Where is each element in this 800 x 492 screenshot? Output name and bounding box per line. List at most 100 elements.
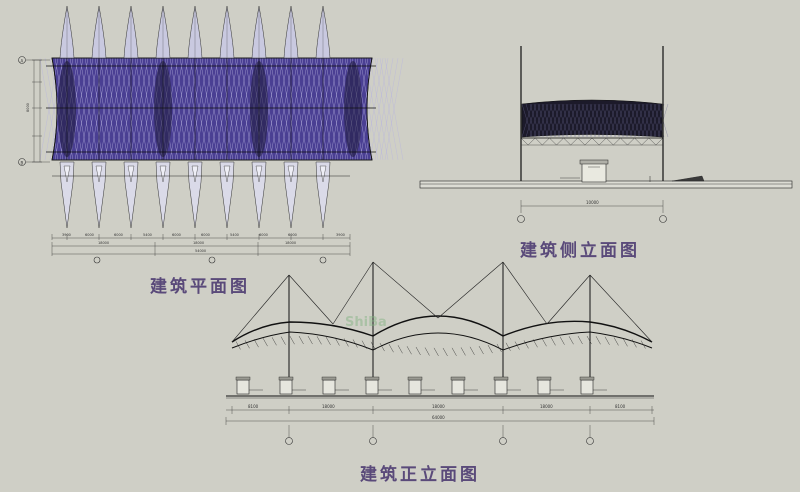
- plan-dim-seg: 6000: [288, 233, 297, 237]
- side-toll-booth: [581, 162, 607, 183]
- front-truss-web: [460, 347, 466, 356]
- front-axis-bubble: [499, 437, 507, 445]
- mesh-line: [329, 57, 349, 161]
- front-roof-upper: [231, 315, 653, 343]
- mesh-line: [194, 57, 214, 161]
- side-mesh-line: [545, 103, 557, 138]
- mesh-line: [304, 57, 324, 161]
- plan-dim-seg: 3900: [336, 233, 345, 237]
- front-elevation-title: 建筑正立面图: [360, 465, 480, 485]
- mesh-line: [44, 57, 64, 161]
- front-truss-web: [271, 337, 277, 346]
- side-mesh-line: [621, 103, 633, 138]
- front-truss-web: [478, 345, 484, 355]
- mesh-line: [284, 57, 304, 161]
- plan-dim-mid: 18000: [285, 241, 296, 245]
- front-truss-web: [334, 337, 340, 346]
- mesh-line: [94, 57, 114, 161]
- front-truss-web: [343, 338, 349, 347]
- plan-dim-seg: 6000: [201, 233, 210, 237]
- front-dim-seg: 18000: [432, 404, 445, 409]
- mesh-line: [169, 57, 189, 161]
- membrane-edge: [51, 57, 373, 161]
- plan-dim-seg: 5400: [230, 233, 239, 237]
- mesh-line: [209, 57, 229, 161]
- front-cable: [231, 274, 290, 343]
- side-mesh-line: [537, 103, 549, 138]
- mesh-line: [364, 57, 384, 161]
- side-mesh-line: [569, 103, 581, 138]
- plan-dim-seg: 6000: [259, 233, 268, 237]
- truss-web: [563, 137, 571, 146]
- side-structure-lines: [419, 46, 793, 223]
- mesh-line: [234, 57, 254, 161]
- front-truss-web: [496, 343, 502, 353]
- plan-row-label: B: [21, 161, 24, 166]
- plan-structure-lines: [18, 5, 376, 264]
- mesh-line: [199, 57, 219, 161]
- plan-row-label: A: [21, 59, 24, 64]
- side-mesh-line: [525, 103, 537, 138]
- front-booth-roof: [493, 376, 509, 381]
- front-cable: [437, 261, 504, 319]
- front-truss-web: [352, 339, 358, 348]
- side-mesh-line: [617, 103, 629, 138]
- mesh-line: [74, 57, 94, 161]
- truss-web: [520, 137, 529, 146]
- side-mesh-line: [637, 103, 649, 138]
- front-truss-web: [388, 344, 394, 353]
- front-truss-web: [289, 336, 295, 345]
- mesh-line: [114, 57, 134, 161]
- front-axis-bubble: [369, 437, 377, 445]
- plan-kiosk: [95, 165, 103, 183]
- front-truss-web: [577, 335, 583, 345]
- side-mesh-line: [633, 103, 645, 138]
- plan-kiosk: [127, 165, 135, 183]
- truss-web: [648, 137, 657, 146]
- side-mesh-line: [601, 103, 613, 138]
- front-truss-web: [604, 336, 610, 345]
- plan-kiosk: [159, 165, 167, 183]
- front-truss-web: [361, 340, 367, 349]
- plan-axis-bubble: [319, 256, 327, 264]
- front-truss-web: [379, 342, 385, 352]
- plan-axis-bubble: [208, 256, 216, 264]
- plan-dim-mid: 18000: [193, 241, 204, 245]
- side-mesh-line: [573, 103, 585, 138]
- front-cable: [546, 274, 591, 325]
- mesh-line: [299, 57, 319, 161]
- truss-web: [634, 137, 642, 146]
- front-axis-bubble: [586, 437, 594, 445]
- front-truss-web: [307, 335, 313, 345]
- front-truss-web: [370, 341, 376, 350]
- front-toll-booth: [408, 379, 422, 395]
- mesh-line: [204, 57, 224, 161]
- front-toll-booth: [580, 379, 594, 395]
- front-truss-web: [487, 344, 493, 354]
- side-mesh-line: [593, 103, 605, 138]
- plan-dim-vertical: 8000: [26, 103, 30, 112]
- truss-web: [613, 137, 621, 146]
- plan-dim-seg: 3900: [62, 233, 71, 237]
- mesh-line: [274, 57, 294, 161]
- plan-kiosk: [191, 165, 199, 183]
- plan-dim-seg: 6000: [85, 233, 94, 237]
- side-ramp: [671, 175, 705, 182]
- plan-axis-bubble: [93, 256, 101, 264]
- front-booth-roof: [407, 376, 423, 381]
- truss-web: [535, 137, 543, 146]
- front-truss-web: [298, 335, 304, 345]
- mesh-line: [324, 57, 344, 161]
- truss-web: [620, 137, 628, 146]
- side-mesh-line: [549, 103, 561, 138]
- truss-web: [577, 137, 586, 146]
- mesh-line: [309, 57, 329, 161]
- plan-row-bubble: [18, 158, 26, 166]
- front-cable: [332, 261, 374, 325]
- front-truss-web: [640, 340, 646, 349]
- truss-web: [655, 137, 664, 146]
- side-mesh-line: [565, 103, 577, 138]
- side-elevation-title: 建筑侧立面图: [520, 241, 640, 261]
- front-truss-web: [433, 347, 439, 357]
- front-truss-web: [568, 336, 574, 345]
